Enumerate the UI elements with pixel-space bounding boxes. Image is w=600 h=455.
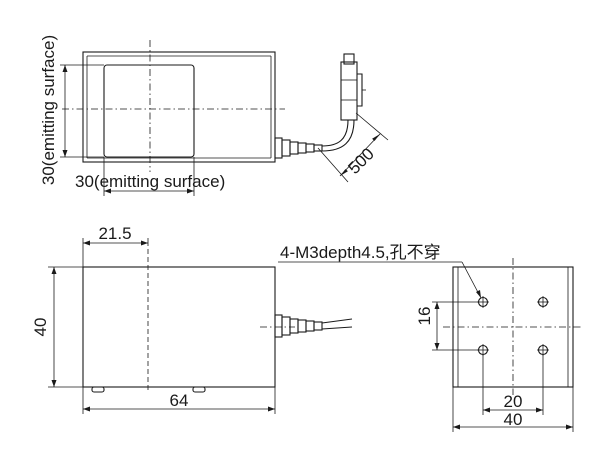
front-view: 21.5 40 64 (31, 224, 353, 414)
hole-pitch-horizontal-label: 20 (504, 392, 523, 411)
front-height-label: 40 (31, 318, 50, 337)
top-view: 30(emitting surface) 30(emitting surface… (39, 35, 389, 196)
hole-note: 4-M3depth4.5,孔不穿 (280, 243, 441, 262)
cable-gland (274, 137, 323, 159)
body-outline (82, 266, 276, 388)
emit-width-label: 30(emitting surface) (75, 172, 225, 191)
emit-height-label: 30(emitting surface) (39, 35, 58, 185)
cable (321, 119, 355, 152)
connector (340, 53, 366, 121)
cable (321, 318, 353, 324)
mounting-holes (477, 296, 549, 356)
front-width-label: 64 (170, 391, 189, 410)
cable-length-label: 500 (344, 144, 377, 177)
housing-outline (82, 51, 276, 163)
hole-pitch-vertical-label: 16 (415, 307, 434, 326)
center-offset-label: 21.5 (98, 224, 131, 243)
end-view: 4-M3depth4.5,孔不穿 16 20 40 (278, 243, 583, 432)
cable-gland (274, 314, 323, 338)
foot-left (91, 386, 105, 393)
foot-right (192, 386, 206, 393)
emitting-surface (103, 64, 195, 158)
end-width-label: 40 (504, 410, 523, 429)
